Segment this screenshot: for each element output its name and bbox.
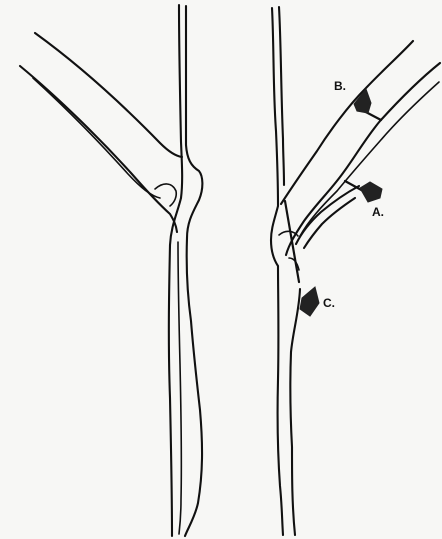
right-trunk-right-edge bbox=[279, 7, 284, 185]
left-trunk-inner-line bbox=[178, 242, 181, 534]
left-branch-upper-edge bbox=[35, 33, 182, 157]
right-branch-secondary-upper bbox=[296, 186, 359, 244]
left-branch-inner-line bbox=[33, 78, 160, 198]
left-branch-lower-edge bbox=[20, 66, 177, 232]
arrow-b bbox=[354, 89, 371, 113]
left-trunk-outer-left bbox=[169, 5, 182, 536]
arrow-c bbox=[300, 287, 319, 316]
right-trunk-lower-right-edge bbox=[290, 289, 300, 535]
label-a: A. bbox=[372, 205, 384, 219]
label-c: C. bbox=[323, 296, 335, 310]
left-trunk-outer-right bbox=[185, 6, 202, 536]
label-b: B. bbox=[334, 79, 346, 93]
arrow-a bbox=[360, 182, 382, 202]
